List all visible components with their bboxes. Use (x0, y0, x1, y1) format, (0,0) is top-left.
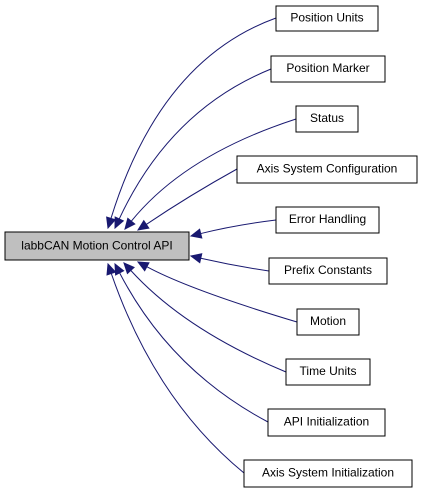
edge-arrowhead-3 (136, 219, 150, 231)
edges (106, 17, 298, 474)
module-node-api-initialization[interactable]: API Initialization (267, 408, 386, 437)
module-label-prefix-constants: Prefix Constants (284, 263, 372, 277)
edge-arrowhead-6 (136, 261, 150, 272)
edge-arrowhead-2 (124, 217, 136, 230)
edge-line-9 (110, 273, 245, 474)
module-node-status[interactable]: Status (295, 105, 359, 133)
module-label-position-units: Position Units (290, 11, 363, 25)
edge-arrowhead-4 (189, 228, 203, 239)
edge-arrowhead-1 (114, 216, 125, 230)
edge-line-4 (200, 219, 277, 235)
module-node-axis-system-initialization[interactable]: Axis System Initialization (243, 459, 413, 488)
module-node-error-handling[interactable]: Error Handling (275, 206, 380, 234)
edge-line-1 (118, 68, 272, 220)
edge-line-3 (146, 168, 238, 225)
edge-line-5 (200, 257, 270, 272)
module-node-motion[interactable]: Motion (296, 308, 360, 336)
module-label-status: Status (310, 111, 344, 125)
module-node-position-marker[interactable]: Position Marker (270, 55, 386, 83)
root-module-label: labbCAN Motion Control API (21, 239, 172, 253)
edge-arrowhead-9 (106, 262, 117, 276)
module-node-prefix-constants[interactable]: Prefix Constants (268, 257, 388, 285)
module-node-axis-system-configuration[interactable]: Axis System Configuration (236, 155, 418, 184)
root-module-box (4, 231, 190, 261)
module-label-error-handling: Error Handling (289, 212, 366, 226)
edge-line-8 (119, 272, 269, 423)
module-label-position-marker: Position Marker (286, 61, 369, 75)
module-node-position-units[interactable]: Position Units (275, 5, 379, 32)
module-label-axis-system-initialization: Axis System Initialization (262, 466, 394, 480)
module-label-axis-system-configuration: Axis System Configuration (257, 162, 398, 176)
edge-line-7 (130, 270, 287, 373)
edge-arrowhead-7 (123, 262, 135, 275)
module-node-time-units[interactable]: Time Units (285, 358, 371, 386)
edge-arrowhead-5 (189, 253, 203, 264)
edge-line-6 (146, 266, 298, 323)
edge-arrowhead-8 (114, 262, 125, 276)
edge-arrowhead-0 (106, 216, 117, 230)
root-module-node[interactable]: labbCAN Motion Control API (4, 231, 190, 261)
edge-line-0 (110, 17, 277, 219)
module-label-motion: Motion (310, 314, 346, 328)
module-label-time-units: Time Units (300, 364, 357, 378)
module-label-api-initialization: API Initialization (284, 415, 369, 429)
edge-line-2 (130, 118, 297, 222)
